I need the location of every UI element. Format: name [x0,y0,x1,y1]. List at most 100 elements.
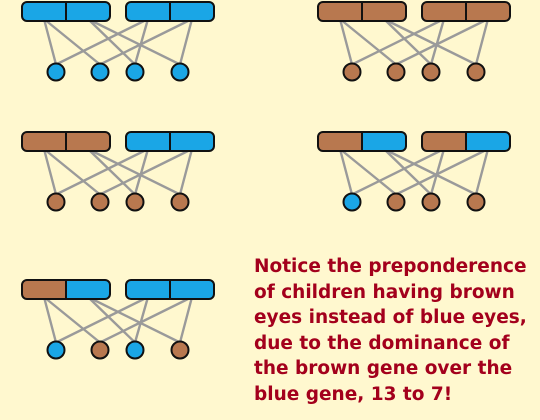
inheritance-link [86,295,182,344]
parent-b-chromosome [421,131,511,152]
brown-allele [422,132,466,151]
blue-allele [170,280,214,299]
child-blue-eyes [46,340,66,360]
inheritance-link [178,17,194,66]
blue-allele [466,132,510,151]
inheritance-link [133,147,150,196]
inheritance-link [338,17,398,66]
inheritance-link [429,147,446,196]
inheritance-link [42,147,58,196]
parent-b-chromosome [125,131,215,152]
blue-allele [66,2,110,21]
inheritance-link [133,17,150,66]
inheritance-link [86,147,182,196]
brown-allele [66,132,110,151]
inheritance-link [382,17,433,66]
cross-5 [21,279,215,360]
child-brown-eyes [125,192,145,212]
child-brown-eyes [466,192,486,212]
child-blue-eyes [342,192,362,212]
inheritance-link [394,17,490,66]
inheritance-link [98,147,194,196]
inheritance-link [382,147,478,196]
inheritance-link [42,295,102,344]
inheritance-link [98,17,194,66]
crosses-group [21,1,511,360]
inheritance-link [54,147,150,196]
inheritance-link [338,147,354,196]
blue-allele [126,280,170,299]
inheritance-link [474,17,490,66]
parent-b-chromosome [125,279,215,300]
child-blue-eyes [90,62,110,82]
child-blue-eyes [125,340,145,360]
brown-allele [466,2,510,21]
parent-b-chromosome [125,1,215,22]
child-brown-eyes [170,340,190,360]
blue-allele [362,132,406,151]
inheritance-link [42,147,102,196]
inheritance-link [382,147,433,196]
note-line-4: due to the dominance of [254,332,510,354]
inheritance-link [474,147,490,196]
child-brown-eyes [421,62,441,82]
inheritance-link [350,147,446,196]
blue-allele [126,2,170,21]
inheritance-link [86,147,137,196]
child-brown-eyes [386,62,406,82]
note-line-1: Notice the preponderence [254,256,527,277]
parent-a-chromosome [21,1,111,22]
brown-allele [22,132,66,151]
inheritance-link [178,295,194,344]
parent-a-chromosome [21,131,111,152]
inheritance-link [86,17,182,66]
child-brown-eyes [386,192,406,212]
inheritance-link [338,147,398,196]
cross-3 [21,131,215,212]
brown-allele [22,280,66,299]
note-line-2: of children having brown [254,281,515,303]
parent-a-chromosome [317,131,407,152]
parent-a-chromosome [317,1,407,22]
note-line-3: eyes instead of blue eyes, [254,307,527,329]
cross-4 [317,131,511,212]
blue-allele [22,2,66,21]
child-brown-eyes [90,192,110,212]
child-blue-eyes [46,62,66,82]
inheritance-link [42,17,58,66]
parent-b-chromosome [421,1,511,22]
inheritance-link [394,147,490,196]
brown-allele [318,132,362,151]
note-line-6: blue gene, 13 to 7! [254,383,453,405]
child-brown-eyes [90,340,110,360]
inheritance-link [133,295,150,344]
inheritance-link [86,17,137,66]
child-brown-eyes [46,192,66,212]
note-line-5: the brown gene over the [254,358,513,380]
blue-allele [170,132,214,151]
parent-a-chromosome [21,279,111,300]
inheritance-link [54,295,150,344]
inheritance-link [338,17,354,66]
inheritance-link [98,295,194,344]
inheritance-link [42,17,102,66]
inheritance-link [54,17,150,66]
child-brown-eyes [421,192,441,212]
cross-2 [317,1,511,82]
inheritance-link [86,295,137,344]
cross-1 [21,1,215,82]
inheritance-link [42,295,58,344]
inheritance-link [382,17,478,66]
child-brown-eyes [170,192,190,212]
blue-allele [66,280,110,299]
child-brown-eyes [342,62,362,82]
child-blue-eyes [170,62,190,82]
brown-allele [318,2,362,21]
brown-allele [362,2,406,21]
child-blue-eyes [125,62,145,82]
inheritance-link [429,17,446,66]
blue-allele [170,2,214,21]
inheritance-link [350,17,446,66]
